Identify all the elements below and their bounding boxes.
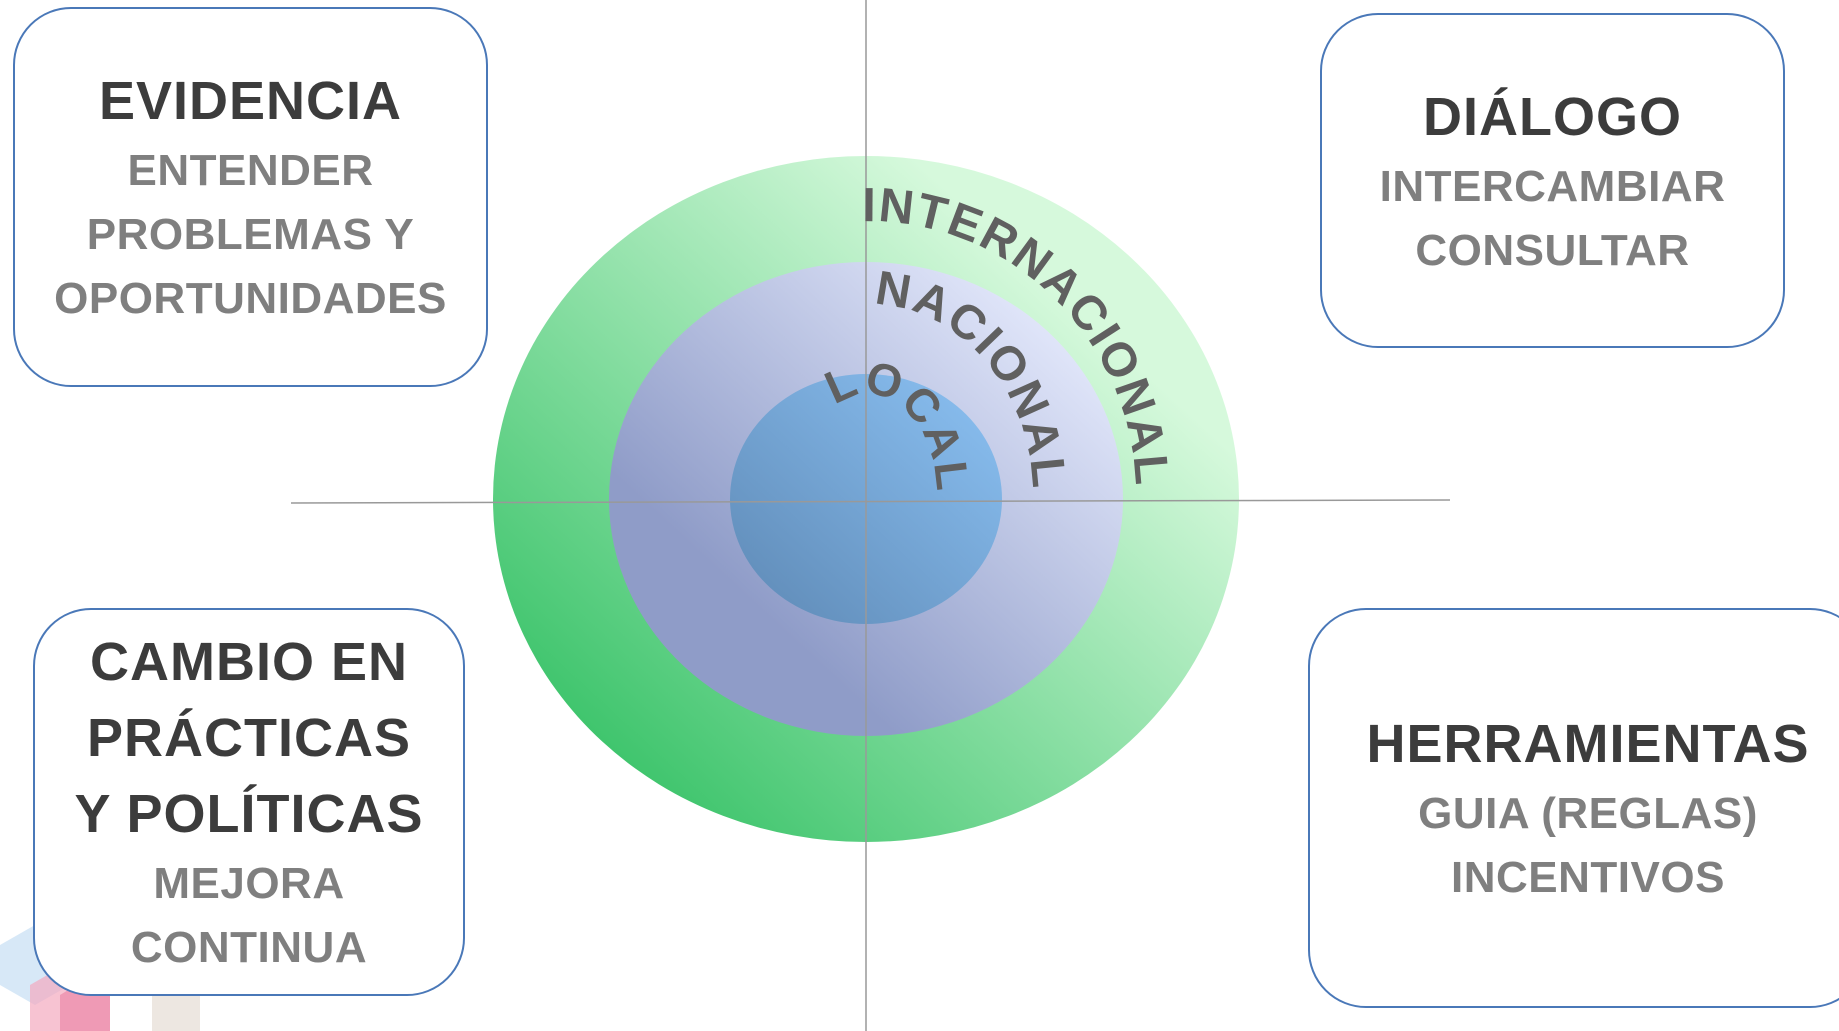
evidence-line: OPORTUNIDADES bbox=[54, 274, 447, 323]
tools-title-line: HERRAMIENTAS bbox=[1366, 714, 1810, 774]
tools-box: HERRAMIENTAS GUIA (REGLAS) INCENTIVOS bbox=[1308, 608, 1839, 1008]
dialogue-title: DIÁLOGO bbox=[1423, 79, 1682, 155]
evidence-title: EVIDENCIA bbox=[99, 63, 402, 139]
change-box: CAMBIO EN PRÁCTICAS Y POLÍTICAS MEJORA C… bbox=[33, 608, 465, 996]
change-line: MEJORA bbox=[153, 859, 345, 908]
evidence-title-line: EVIDENCIA bbox=[98, 71, 403, 131]
dialogue-line: CONSULTAR bbox=[1415, 225, 1690, 275]
change-title-line: PRÁCTICAS bbox=[86, 708, 411, 768]
change-title: CAMBIO EN PRÁCTICAS Y POLÍTICAS bbox=[74, 624, 423, 852]
dialogue-description: INTERCAMBIAR CONSULTAR bbox=[1380, 155, 1726, 283]
evidence-description: ENTENDER PROBLEMAS Y OPORTUNIDADES bbox=[54, 139, 447, 331]
tools-line: GUIA (REGLAS) bbox=[1418, 789, 1758, 838]
evidence-box: EVIDENCIA ENTENDER PROBLEMAS Y OPORTUNID… bbox=[13, 7, 488, 387]
evidence-line: PROBLEMAS Y bbox=[86, 210, 415, 259]
dialogue-box: DIÁLOGO INTERCAMBIAR CONSULTAR bbox=[1320, 13, 1785, 348]
dialogue-line: INTERCAMBIAR bbox=[1379, 161, 1726, 211]
tools-title: HERRAMIENTAS bbox=[1367, 706, 1810, 782]
evidence-line: ENTENDER bbox=[127, 146, 374, 195]
change-title-line: Y POLÍTICAS bbox=[74, 784, 424, 844]
change-description: MEJORA CONTINUA bbox=[131, 852, 367, 980]
change-title-line: CAMBIO EN bbox=[90, 632, 408, 692]
change-line: CONTINUA bbox=[130, 923, 368, 972]
tools-description: GUIA (REGLAS) INCENTIVOS bbox=[1418, 782, 1758, 910]
tools-line: INCENTIVOS bbox=[1451, 853, 1725, 902]
horizontal-axis-line bbox=[290, 499, 1451, 504]
dialogue-title-line: DIÁLOGO bbox=[1423, 86, 1682, 147]
